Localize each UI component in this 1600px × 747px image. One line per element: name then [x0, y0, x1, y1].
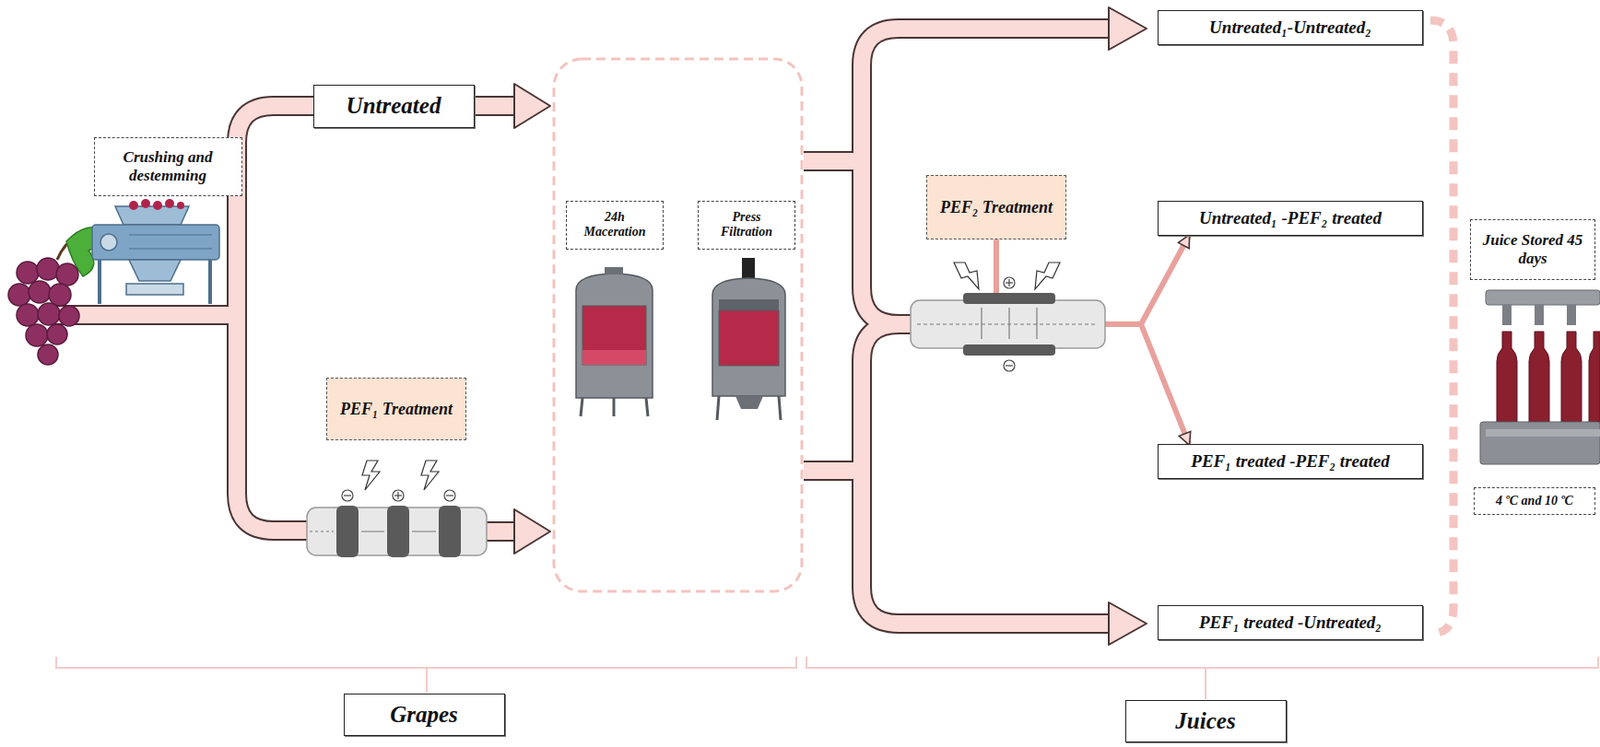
- box-text: 24h Maceration: [574, 210, 656, 240]
- box-text: Juice Stored 45 days: [1478, 231, 1588, 268]
- process-region: [553, 58, 802, 592]
- box-text: Untreated: [346, 93, 442, 120]
- box-text: Untreated₁-Untreated₂: [1209, 17, 1372, 38]
- treatment-label: PEF₁ Treatment: [326, 377, 467, 441]
- box-text: Juices: [1175, 708, 1236, 736]
- process-box: Untreated: [313, 84, 475, 129]
- box-text: Grapes: [389, 702, 459, 730]
- section-label: Juices: [1125, 700, 1287, 743]
- box-text: 4 ºC and 10 ºC: [1495, 494, 1574, 509]
- box-text: PEF₁ Treatment: [340, 400, 453, 420]
- box-text: PEF₂ Treatment: [940, 198, 1053, 218]
- temperature-label: 4 ºC and 10 ºC: [1473, 487, 1596, 516]
- section-brace: [56, 657, 1599, 700]
- press-tank: [712, 258, 786, 421]
- juice-sample-box: Untreated₁ -PEF₂ treated: [1157, 200, 1424, 236]
- box-text: PEF₁ treated -PEF₂ treated: [1190, 451, 1389, 472]
- box-text: PEF₁ treated -Untreated₂: [1199, 612, 1382, 634]
- step-label: Press Filtration: [697, 200, 796, 250]
- treatment-label: PEF₂ Treatment: [926, 175, 1067, 240]
- storage-bracket: [1430, 20, 1454, 635]
- box-text: Press Filtration: [705, 210, 788, 240]
- juice-sample-box: PEF₁ treated -PEF₂ treated: [1157, 444, 1424, 480]
- pef-treatment-chamber: [306, 460, 487, 558]
- juice-sample-box: PEF₁ treated -Untreated₂: [1157, 605, 1424, 641]
- maceration-tank: [576, 267, 653, 417]
- flow-pipe-outline: [53, 28, 1112, 624]
- step-label: 24h Maceration: [565, 200, 664, 250]
- box-text: Crushing and destemming: [102, 148, 235, 185]
- section-label: Grapes: [343, 694, 506, 737]
- step-label: Crushing and destemming: [94, 137, 243, 197]
- flow-pipe: [53, 28, 1112, 624]
- juice-sample-box: Untreated₁-Untreated₂: [1157, 10, 1424, 46]
- flow-arrowheads: [514, 7, 1147, 646]
- bottling-machine: [1480, 290, 1600, 465]
- box-text: Untreated₁ -PEF₂ treated: [1199, 208, 1382, 229]
- pef-treatment-chamber: [910, 262, 1106, 372]
- storage-label: Juice Stored 45 days: [1470, 219, 1596, 281]
- crusher-destemmer: [92, 199, 220, 305]
